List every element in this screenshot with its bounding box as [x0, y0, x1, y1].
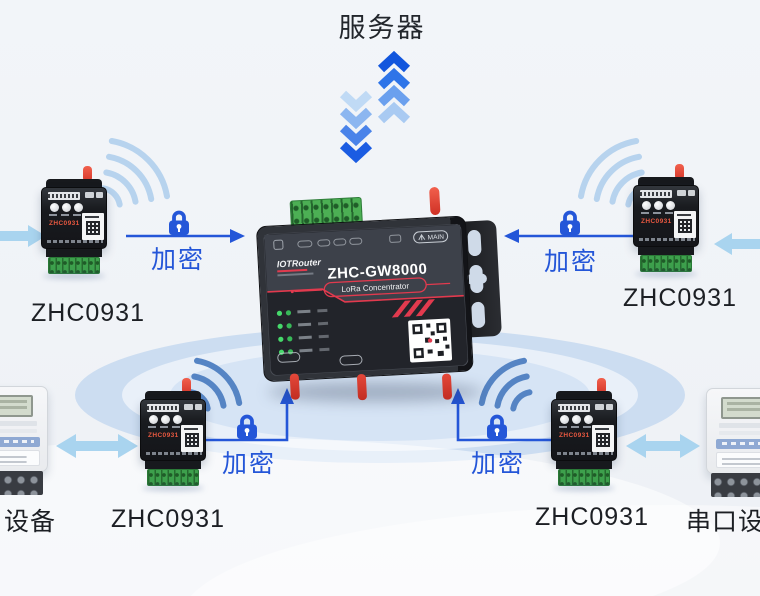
module-top-left: ZHC0931: [41, 166, 107, 279]
gateway-antenna: [441, 373, 453, 400]
module-button: [666, 201, 675, 210]
qr-code: [408, 318, 453, 363]
meter-right: [706, 388, 760, 500]
meter-lcd: [721, 397, 760, 419]
meter-lcd: [0, 395, 33, 417]
gateway-brand: IOTRouter: [277, 257, 322, 269]
serial-link-arrow-left: [56, 434, 138, 458]
module-dip-strip: [640, 190, 672, 198]
antenna-port-badges: [277, 352, 363, 366]
upload-arrows-icon: [377, 50, 411, 124]
gateway-device: MAIN IOTRouter ZHC-GW8000 LoRa Concentra…: [253, 186, 510, 415]
encrypted-link-top-right: [504, 229, 634, 243]
lock-icon: [169, 210, 189, 235]
gateway-faceplate: MAIN IOTRouter ZHC-GW8000 LoRa Concentra…: [263, 223, 469, 376]
module-button: [584, 415, 593, 424]
module-dip-strip: [147, 404, 179, 412]
inbound-arrow-right: [714, 233, 760, 255]
module-body: ZHC0931: [41, 187, 107, 249]
module-terminal-block: [48, 257, 100, 274]
module-model-text: ZHC0931: [148, 432, 179, 439]
download-arrows-icon: [339, 90, 373, 164]
module-bottom-right: ZHC0931: [551, 378, 617, 491]
server-label: 服务器: [338, 13, 426, 43]
accent-slashes: [391, 299, 435, 318]
encrypt-label: 加密: [150, 246, 205, 274]
module-label: [592, 425, 614, 452]
encrypt-label: 加密: [543, 248, 598, 276]
encrypted-link-top-left: [126, 229, 245, 243]
module-terminal-block: [558, 469, 610, 486]
module-button: [654, 201, 663, 210]
module-button: [50, 203, 59, 212]
module-antenna: [182, 378, 191, 394]
module-label: [181, 425, 203, 452]
module-body: ZHC0931: [633, 185, 699, 247]
module-model-text: ZHC0931: [641, 218, 672, 225]
qr-code: [185, 433, 199, 447]
module-antenna: [83, 166, 92, 182]
module-model-text: ZHC0931: [49, 220, 80, 227]
module-button: [74, 203, 83, 212]
gateway-subtitle: LoRa Concentrator: [341, 282, 409, 295]
module-model-text: ZHC0931: [559, 432, 590, 439]
gateway-antenna: [356, 373, 368, 401]
module-caption: ZHC0931: [535, 503, 649, 531]
module-antenna: [597, 378, 606, 394]
module-bottom-left: ZHC0931: [140, 378, 206, 491]
module-caption: ZHC0931: [111, 505, 225, 533]
wifi-signal-icon: [478, 357, 533, 412]
module-top-right: ZHC0931: [633, 164, 699, 277]
meter-caption-left: 串口设备: [0, 508, 57, 536]
module-terminal-block: [147, 469, 199, 486]
module-button: [149, 415, 158, 424]
module-dip-strip: [48, 192, 80, 200]
module-label: [674, 211, 696, 238]
qr-code: [678, 219, 692, 233]
main-antenna-badge: MAIN: [413, 230, 449, 244]
module-body: ZHC0931: [140, 399, 206, 461]
meter-terminals: [711, 473, 760, 497]
serial-link-arrow-right: [626, 434, 700, 458]
encrypt-label: 加密: [470, 450, 525, 478]
inbound-arrow-left: [0, 225, 46, 247]
svg-text:MAIN: MAIN: [428, 234, 445, 242]
module-button: [560, 415, 569, 424]
module-caption: ZHC0931: [623, 284, 737, 312]
qr-code: [596, 433, 610, 447]
gateway-body: MAIN IOTRouter ZHC-GW8000 LoRa Concentra…: [255, 215, 474, 401]
encrypted-link-bottom-right: [451, 388, 553, 442]
gateway-shadow: [268, 382, 483, 402]
module-button: [161, 415, 170, 424]
encrypt-label: 加密: [221, 450, 276, 478]
gateway-antenna: [429, 186, 441, 216]
module-antenna: [675, 164, 684, 180]
lock-icon: [237, 414, 257, 439]
module-caption: ZHC0931: [31, 299, 145, 327]
meter-caption-right: 串口设备: [686, 508, 760, 536]
meter-terminals: [0, 471, 43, 495]
module-button: [62, 203, 71, 212]
meter-left: [0, 386, 48, 498]
gateway-antenna: [289, 373, 300, 400]
qr-code: [86, 221, 100, 235]
wifi-signal-icon: [100, 138, 170, 208]
bracket-hole: [471, 301, 486, 329]
lock-icon: [560, 210, 580, 235]
module-body: ZHC0931: [551, 399, 617, 461]
module-button: [173, 415, 182, 424]
module-button: [572, 415, 581, 424]
module-button: [642, 201, 651, 210]
gateway-model: ZHC-GW8000: [327, 261, 428, 283]
module-terminal-block: [640, 255, 692, 272]
module-label: [82, 213, 104, 240]
module-dip-strip: [558, 404, 590, 412]
bracket-hole: [467, 229, 482, 257]
encrypted-link-bottom-left: [197, 388, 294, 442]
lock-icon: [487, 414, 507, 439]
